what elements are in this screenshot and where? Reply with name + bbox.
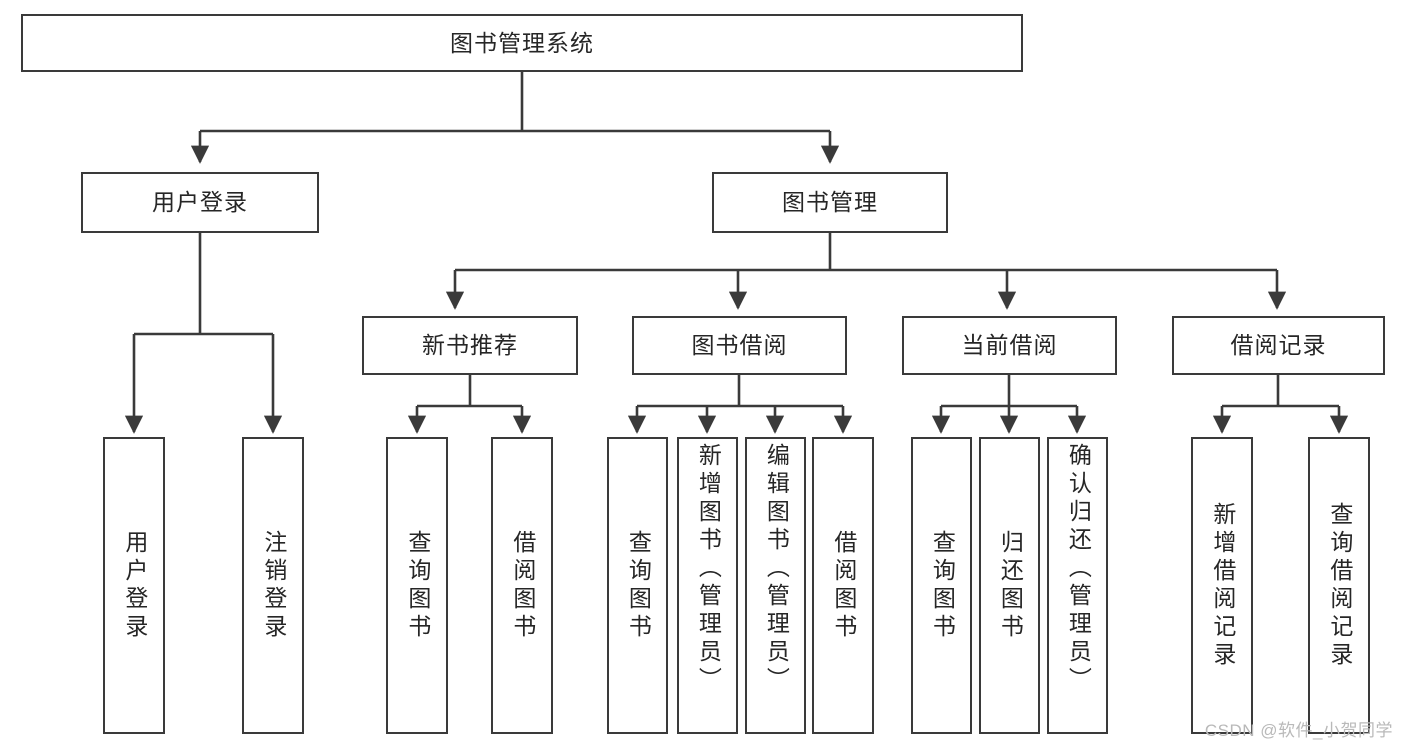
leaf-borrow-add-book[interactable]: 新增图书（管理员） (677, 437, 738, 734)
node-new-book-recommend[interactable]: 新书推荐 (362, 316, 578, 375)
leaf-record-query-record[interactable]: 查询借阅记录 (1308, 437, 1370, 734)
leaf-user-login-login-label: 用户登录 (121, 529, 148, 642)
node-current-borrow-label: 当前借阅 (961, 332, 1058, 359)
leaf-current-confirm-return-label: 确认归还（管理员） (1065, 443, 1092, 695)
leaf-user-login-login[interactable]: 用户登录 (103, 437, 165, 734)
node-book-borrow[interactable]: 图书借阅 (632, 316, 847, 375)
leaf-borrow-add-book-label: 新增图书（管理员） (695, 443, 722, 695)
leaf-record-add-record-label: 新增借阅记录 (1209, 501, 1236, 670)
leaf-user-login-logout-label: 注销登录 (260, 529, 287, 642)
leaf-current-query-book-label: 查询图书 (929, 529, 956, 642)
node-user-login[interactable]: 用户登录 (81, 172, 319, 233)
leaf-borrow-borrow-book[interactable]: 借阅图书 (812, 437, 874, 734)
leaf-new-book-query-book[interactable]: 查询图书 (386, 437, 448, 734)
leaf-new-book-borrow-book-label: 借阅图书 (509, 529, 536, 642)
leaf-new-book-query-book-label: 查询图书 (404, 529, 431, 642)
leaf-new-book-borrow-book[interactable]: 借阅图书 (491, 437, 553, 734)
leaf-current-query-book[interactable]: 查询图书 (911, 437, 972, 734)
leaf-borrow-query-book[interactable]: 查询图书 (607, 437, 668, 734)
node-root[interactable]: 图书管理系统 (21, 14, 1023, 72)
leaf-borrow-query-book-label: 查询图书 (625, 529, 652, 642)
leaf-record-query-record-label: 查询借阅记录 (1326, 501, 1353, 670)
node-current-borrow[interactable]: 当前借阅 (902, 316, 1117, 375)
node-new-book-recommend-label: 新书推荐 (422, 332, 518, 359)
leaf-current-return-book-label: 归还图书 (997, 529, 1024, 642)
node-book-borrow-label: 图书借阅 (691, 332, 788, 359)
node-root-label: 图书管理系统 (450, 29, 594, 56)
node-user-login-label: 用户登录 (152, 189, 248, 216)
leaf-current-return-book[interactable]: 归还图书 (979, 437, 1040, 734)
watermark-text: CSDN @软件_小贺同学 (1204, 721, 1393, 740)
leaf-user-login-logout[interactable]: 注销登录 (242, 437, 304, 734)
node-borrow-record[interactable]: 借阅记录 (1172, 316, 1385, 375)
leaf-current-confirm-return[interactable]: 确认归还（管理员） (1047, 437, 1108, 734)
leaf-record-add-record[interactable]: 新增借阅记录 (1191, 437, 1253, 734)
leaf-borrow-edit-book-label: 编辑图书（管理员） (763, 443, 790, 695)
leaf-borrow-edit-book[interactable]: 编辑图书（管理员） (745, 437, 806, 734)
node-book-management-label: 图书管理 (782, 189, 878, 216)
node-book-management[interactable]: 图书管理 (712, 172, 948, 233)
leaf-borrow-borrow-book-label: 借阅图书 (830, 529, 857, 642)
node-borrow-record-label: 借阅记录 (1230, 332, 1327, 359)
